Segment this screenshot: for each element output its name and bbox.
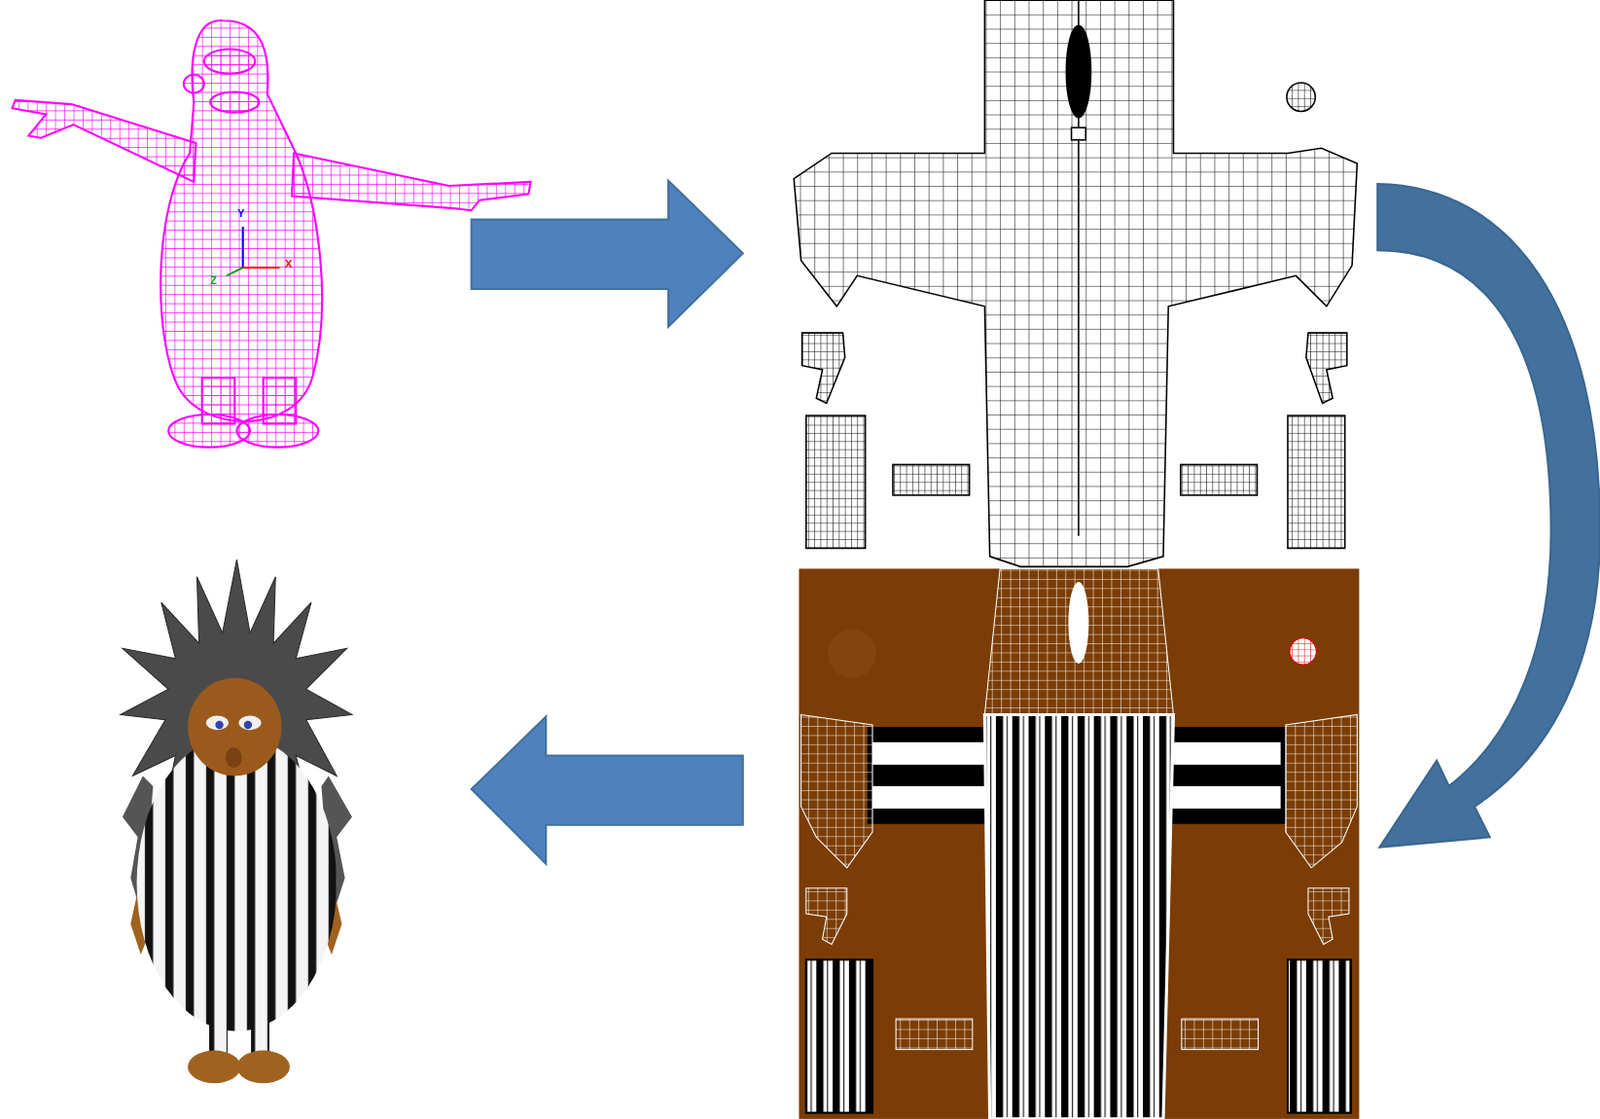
axis-label: X — [284, 258, 292, 270]
rendered-character — [120, 559, 353, 1083]
uv-ear — [1306, 332, 1348, 403]
uv-leg — [806, 959, 873, 1112]
uv-leg — [1287, 415, 1346, 548]
axis-label: Y — [237, 208, 245, 219]
uv-ear — [802, 332, 846, 403]
face — [187, 677, 283, 777]
uv-ear — [1308, 888, 1350, 945]
uv-eye — [1286, 82, 1316, 111]
pupil — [214, 720, 223, 729]
pupil — [244, 720, 252, 729]
arm-band — [1166, 742, 1281, 765]
uv-detail — [1071, 127, 1087, 141]
nose — [225, 746, 243, 768]
arm-band — [872, 742, 991, 765]
foot — [236, 1050, 290, 1084]
body — [137, 734, 338, 1031]
arm-band — [872, 785, 991, 809]
eye-area — [204, 48, 255, 73]
uv-leg — [1287, 959, 1352, 1112]
block-arrow — [471, 716, 744, 864]
uv-strip — [892, 463, 970, 495]
uv-leg — [806, 415, 866, 548]
texture-ground — [798, 568, 1359, 1118]
eye — [238, 715, 261, 731]
arm-band — [1166, 785, 1281, 809]
arm-band — [867, 726, 996, 824]
nose — [183, 74, 205, 94]
mouth — [210, 92, 259, 113]
uv-body — [793, 0, 1357, 567]
x-axis — [243, 266, 281, 269]
uv-hand — [1285, 713, 1357, 867]
uv-head — [984, 568, 1174, 714]
axis-gizmo — [226, 226, 281, 276]
y-axis — [242, 226, 245, 268]
uv-strip — [895, 1018, 973, 1049]
axis-label: Z — [210, 275, 217, 286]
striped-torso — [984, 713, 1174, 1118]
left-arm — [12, 100, 197, 182]
uv-strip — [1180, 463, 1258, 495]
curved-arrow — [1377, 183, 1600, 848]
uv-eye — [1289, 638, 1316, 665]
arm-band — [1161, 726, 1286, 824]
uv-layout — [793, 0, 1357, 567]
foot — [187, 1050, 242, 1084]
uv-detail — [1067, 581, 1089, 664]
uv-hand — [801, 713, 873, 867]
block-arrow — [471, 180, 744, 327]
uv-detail — [1066, 25, 1091, 117]
right-arm — [291, 152, 531, 211]
uv-strip — [1181, 1018, 1259, 1049]
wireframe-model — [12, 20, 532, 448]
eye — [206, 715, 229, 731]
texture-spot — [827, 628, 877, 677]
uv-ear — [806, 888, 848, 945]
body — [160, 20, 322, 422]
textured-uv — [798, 568, 1359, 1118]
z-axis — [226, 267, 244, 276]
